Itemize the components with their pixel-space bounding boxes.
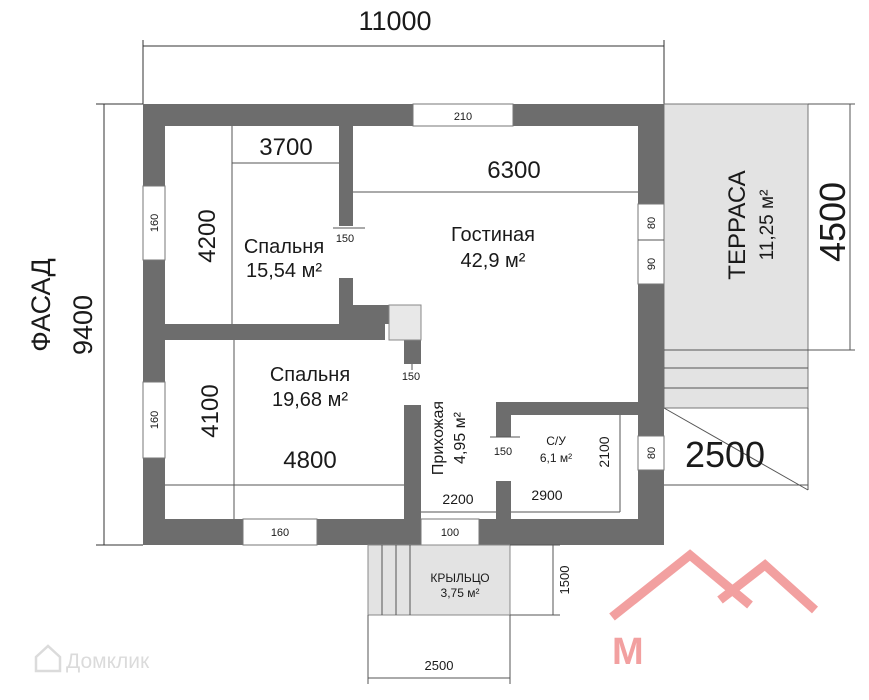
porch-width-label: 2500 [425, 658, 454, 673]
bath-width: 2900 [531, 487, 562, 503]
terrace: ТЕРРАСА 11,25 м² 4500 2500 [663, 103, 855, 491]
room-living: 6300 Гостиная 42,9 м² [451, 157, 541, 272]
room-bedroom1: 3700 4200 Спальня 15,54 м² 150 [194, 134, 354, 282]
company-logo: М [609, 549, 819, 673]
room-hall: Прихожая 4,95 м² 2200 [430, 401, 474, 507]
terrace-width-label: 2500 [685, 434, 765, 475]
terrace-height-label: 4500 [812, 182, 853, 262]
bedroom1-name: Спальня [244, 236, 324, 258]
window-top: 210 [412, 103, 514, 127]
bedroom1-area: 15,54 м² [246, 260, 322, 282]
openings: 210 160 160 80 90 80 160 100 [142, 103, 665, 546]
bedroom2-width: 4800 [283, 447, 336, 474]
window-left-top: 160 [142, 185, 166, 261]
room-bath: С/У 6,1 м² 150 2900 2100 [494, 434, 612, 503]
facade-label: ФАСАД [26, 258, 56, 351]
logo-roof-icon [609, 549, 753, 621]
svg-text:М: М [612, 631, 644, 673]
overall-height-dimension: 9400 ФАСАД [26, 103, 143, 546]
bath-area: 6,1 м² [540, 451, 572, 465]
svg-text:80: 80 [646, 447, 658, 459]
svg-text:90: 90 [646, 258, 658, 270]
svg-text:210: 210 [454, 111, 472, 123]
interior-dimensions [165, 126, 638, 519]
domclick-watermark: Домклик [34, 644, 150, 673]
column-niche [388, 304, 422, 341]
bedroom2-door-label: 150 [402, 371, 420, 383]
overall-width-label: 11000 [358, 6, 431, 36]
terrace-name: ТЕРРАСА [724, 170, 751, 279]
room-bedroom2: Спальня 19,68 м² 4100 4800 150 [197, 364, 420, 474]
window-left-bottom: 160 [142, 381, 166, 459]
living-area: 42,9 м² [461, 250, 526, 272]
porch-name: КРЫЛЬЦО [430, 571, 489, 585]
bedroom1-door-label: 150 [336, 233, 354, 245]
bath-door-label: 150 [494, 446, 512, 458]
bath-name: С/У [546, 434, 566, 448]
hall-width: 2200 [442, 491, 473, 507]
svg-text:160: 160 [271, 527, 289, 539]
overall-width-dimension: 11000 [142, 6, 665, 104]
svg-text:80: 80 [646, 217, 658, 229]
svg-text:100: 100 [441, 527, 459, 539]
porch-area: 3,75 м² [441, 586, 480, 600]
domclick-logo-icon [34, 644, 62, 673]
entrance-door: 100 [420, 518, 480, 546]
bath-height: 2100 [596, 436, 612, 467]
bedroom2-height: 4100 [197, 384, 224, 437]
svg-text:160: 160 [149, 411, 161, 429]
window-bottom-left: 160 [242, 518, 318, 546]
svg-text:Домклик: Домклик [66, 650, 150, 673]
hall-name: Прихожая [430, 401, 447, 475]
bedroom1-width: 3700 [259, 134, 312, 161]
living-name: Гостиная [451, 224, 535, 246]
hall-area: 4,95 м² [452, 411, 469, 464]
terrace-area: 11,25 м² [757, 190, 778, 261]
porch: КРЫЛЬЦО 3,75 м² 2500 1500 [367, 544, 572, 684]
window-right-top: 80 90 [637, 203, 665, 285]
bedroom2-area: 19,68 м² [272, 389, 348, 411]
porch-height-label: 1500 [557, 566, 572, 595]
window-right-bottom: 80 [637, 435, 665, 471]
living-width: 6300 [487, 157, 540, 184]
bedroom2-name: Спальня [270, 364, 350, 386]
walls [143, 104, 664, 545]
svg-text:160: 160 [149, 214, 161, 232]
logo-roof-icon [717, 559, 819, 614]
overall-height-label: 9400 [68, 295, 98, 355]
bedroom1-height: 4200 [194, 209, 221, 262]
